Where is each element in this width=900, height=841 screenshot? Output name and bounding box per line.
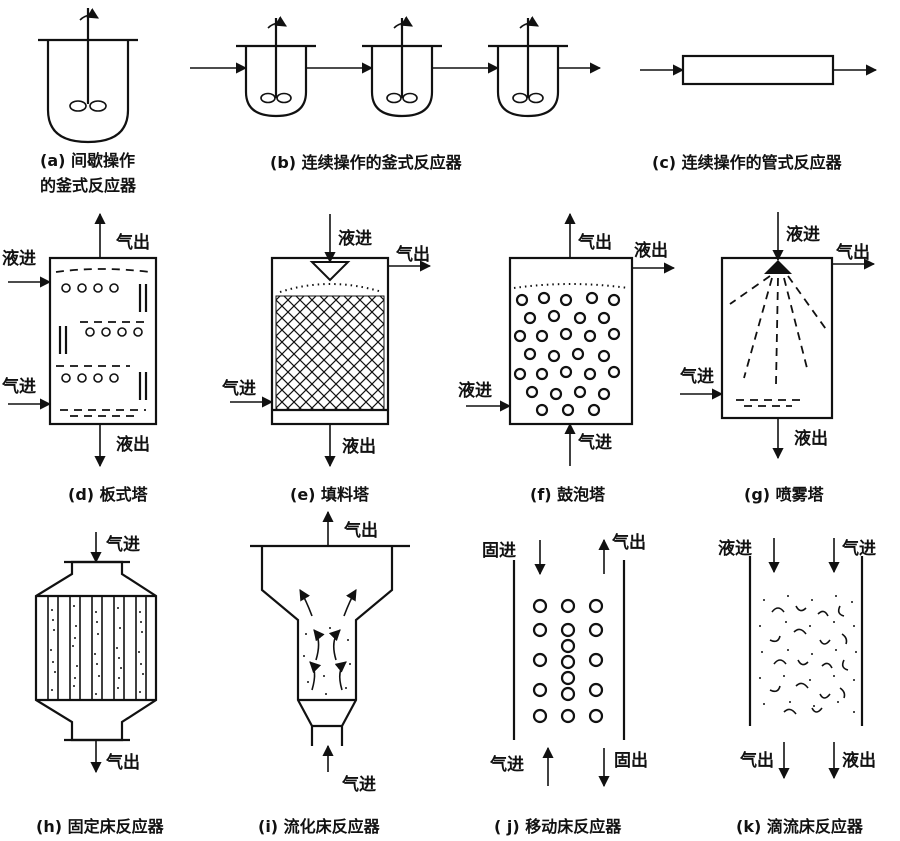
g-gas-in: 气进: [679, 366, 714, 387]
k-gas-in: 气进: [841, 538, 876, 559]
e-gas-in: 气进: [221, 378, 256, 399]
caption-k: (k) 滴流床反应器: [736, 817, 864, 836]
f-liquid-out: 液出: [634, 240, 668, 261]
k-liquid-in: 液进: [718, 538, 752, 559]
caption-a-line1: (a) 间歇操作: [40, 151, 135, 170]
d-liquid-out: 液出: [116, 434, 150, 455]
g-gas-out: 气出: [835, 242, 870, 263]
packed-column: [230, 214, 432, 468]
tubular-reactor: [640, 54, 878, 86]
caption-a-line2: 的釜式反应器: [40, 176, 137, 195]
trickle-bed-reactor: [748, 538, 864, 780]
plate-column: [8, 212, 158, 468]
caption-f: (f) 鼓泡塔: [530, 485, 606, 504]
caption-j: ( j) 移动床反应器: [494, 817, 622, 836]
i-gas-out: 气出: [343, 520, 378, 541]
d-gas-out: 气出: [115, 232, 150, 253]
batch-stirred-tank: [38, 8, 138, 144]
d-gas-in: 气进: [1, 376, 36, 397]
caption-d: (d) 板式塔: [68, 485, 149, 504]
g-liquid-in: 液进: [786, 224, 820, 245]
h-gas-in: 气进: [105, 534, 140, 555]
caption-i: (i) 流化床反应器: [258, 817, 381, 836]
h-gas-out: 气出: [105, 752, 140, 773]
e-liquid-out: 液出: [342, 436, 376, 457]
spray-column: [680, 212, 876, 460]
f-gas-out: 气出: [577, 232, 612, 253]
bubble-column: [466, 212, 676, 466]
fluidized-bed-reactor: [250, 510, 410, 772]
caption-b: (b) 连续操作的釜式反应器: [270, 153, 463, 172]
e-gas-out: 气出: [395, 244, 430, 265]
moving-bed-reactor: [512, 538, 626, 788]
caption-c: (c) 连续操作的管式反应器: [652, 153, 843, 172]
g-liquid-out: 液出: [794, 428, 828, 449]
fixed-bed-reactor: [34, 532, 158, 774]
j-solid-in: 固进: [482, 541, 516, 561]
e-liquid-in: 液进: [338, 228, 372, 249]
f-gas-in: 气进: [577, 432, 612, 453]
i-gas-in: 气进: [341, 774, 376, 795]
j-gas-out: 气出: [611, 532, 646, 553]
caption-g: (g) 喷雾塔: [744, 485, 825, 504]
caption-e: (e) 填料塔: [290, 485, 370, 504]
j-gas-in: 气进: [489, 754, 524, 775]
j-solid-out: 固出: [614, 750, 648, 771]
k-gas-out: 气出: [739, 750, 774, 771]
continuous-stirred-tanks: [190, 16, 602, 118]
f-liquid-in: 液进: [458, 380, 492, 401]
k-liquid-out: 液出: [842, 750, 876, 771]
d-liquid-in: 液进: [2, 248, 36, 269]
caption-h: (h) 固定床反应器: [36, 817, 165, 836]
